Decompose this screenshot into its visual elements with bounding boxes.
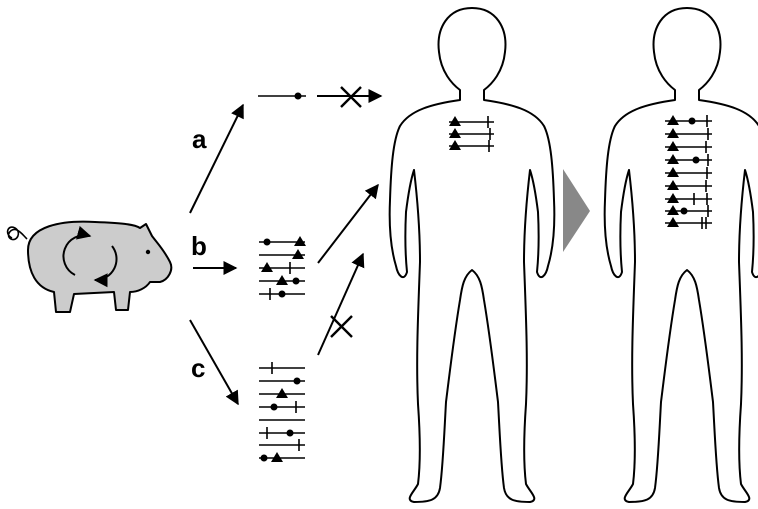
route-label-c: c (191, 353, 205, 383)
route-c-gene-set (259, 362, 305, 462)
route-b-gene-set (259, 236, 306, 300)
route-c-transfer-arrow (318, 254, 363, 355)
chevron-right-icon (563, 169, 590, 252)
route-a-gene-set (258, 93, 306, 100)
route-label-a: a (192, 124, 207, 154)
route-a-arrow (190, 105, 243, 213)
blocked-cross-icon (331, 316, 352, 337)
human1-gene-set (449, 116, 494, 152)
route-b-transfer-arrow (318, 185, 378, 263)
route-label-b: b (191, 231, 207, 261)
human-silhouette-icon (605, 8, 758, 502)
human-silhouette-icon (390, 8, 555, 502)
